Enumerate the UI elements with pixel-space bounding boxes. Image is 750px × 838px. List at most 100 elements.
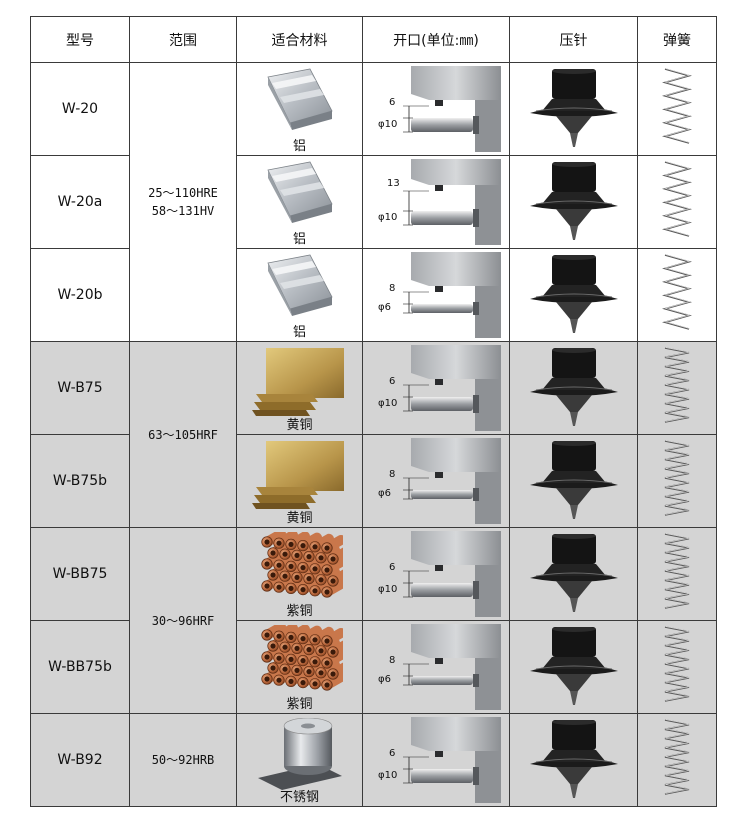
gap-dimension-label: 8 [389, 283, 396, 294]
indenter-icon [526, 254, 622, 339]
material-cell: 紫铜 [236, 527, 363, 621]
table-row: W-20 25～110HRE 58～131HV 铝 6 φ10 [30, 62, 717, 342]
indenter-cell [509, 341, 638, 435]
anvil-diameter-label: φ10 [378, 398, 398, 409]
indenter-icon [526, 533, 622, 618]
spring-cell [637, 527, 717, 621]
gap-dimension-label: 6 [389, 97, 396, 108]
opening-cell: 8 φ6 [362, 620, 510, 716]
jaw-opening-diagram [369, 717, 501, 809]
header-range: 范围 [129, 16, 237, 63]
gap-dimension-label: 6 [389, 562, 396, 573]
range-line: 58～131HV [151, 204, 215, 218]
jaw-opening-diagram [369, 624, 501, 716]
header-model: 型号 [30, 16, 130, 63]
range-cell: 30～96HRF [129, 527, 237, 714]
jaw-opening-diagram [369, 345, 501, 437]
anvil-diameter-label: φ6 [378, 488, 391, 499]
indenter-cell [509, 713, 638, 807]
spring-cell [637, 155, 717, 249]
table-row: W-20b 铝 8 φ6 [30, 248, 717, 344]
gap-dimension-label: 8 [389, 655, 396, 666]
range-line: 25～110HRE [148, 186, 218, 200]
brass-sheet-icon [251, 439, 348, 515]
range-cell: 50～92HRB [129, 713, 237, 807]
indenter-cell [509, 620, 638, 714]
spring-icon [659, 439, 695, 523]
aluminum-profile-icon [264, 160, 336, 230]
indenter-cell [509, 248, 638, 342]
copper-tubes-icon [257, 622, 352, 701]
range-line: 50～92HRB [151, 753, 215, 767]
spring-icon [659, 532, 695, 616]
indenter-icon [526, 347, 622, 432]
spring-icon [659, 346, 695, 430]
aluminum-profile-icon [264, 67, 336, 137]
material-cell: 黄铜 [236, 341, 363, 435]
anvil-diameter-label: φ10 [378, 584, 398, 595]
jaw-opening-diagram [369, 252, 501, 344]
indenter-cell [509, 62, 638, 156]
opening-cell: 6 φ10 [362, 713, 510, 809]
range-line: 63～105HRF [148, 427, 218, 442]
spring-cell [637, 434, 717, 528]
indenter-cell [509, 527, 638, 621]
range-cell: 63～105HRF [129, 341, 237, 528]
header-opening: 开口(单位:㎜) [362, 16, 510, 63]
gap-dimension-label: 13 [387, 178, 400, 189]
opening-cell: 8 φ6 [362, 434, 510, 530]
material-cell: 铝 [236, 62, 363, 156]
copper-tubes-icon [257, 529, 352, 608]
material-label: 铝 [292, 139, 306, 154]
table-row: W-B92 50～92HRB 不锈钢 6 φ10 [30, 713, 717, 809]
material-cell: 紫铜 [236, 620, 363, 714]
range-line: 30～96HRF [151, 613, 215, 628]
opening-cell: 8 φ6 [362, 248, 510, 344]
material-cell: 黄铜 [236, 434, 363, 528]
spring-icon [659, 160, 695, 244]
opening-cell: 6 φ10 [362, 341, 510, 437]
spring-cell [637, 713, 717, 807]
gap-dimension-label: 6 [389, 376, 396, 387]
jaw-opening-diagram [369, 438, 501, 530]
anvil-diameter-label: φ10 [378, 212, 398, 223]
opening-cell: 6 φ10 [362, 527, 510, 623]
spring-cell [637, 62, 717, 156]
model-cell: W-BB75 [30, 527, 130, 621]
jaw-opening-diagram [369, 159, 501, 251]
gap-dimension-label: 6 [389, 748, 396, 759]
indenter-icon [526, 161, 622, 246]
anvil-diameter-label: φ6 [378, 674, 391, 685]
gap-dimension-label: 8 [389, 469, 396, 480]
header-material: 适合材料 [236, 16, 363, 63]
material-cell: 铝 [236, 248, 363, 342]
anvil-diameter-label: φ6 [378, 302, 391, 313]
material-cell: 不锈钢 [236, 713, 363, 807]
jaw-opening-diagram [369, 531, 501, 623]
anvil-diameter-label: φ10 [378, 119, 398, 130]
model-cell: W-20 [30, 62, 130, 156]
material-label: 黄铜 [286, 511, 313, 526]
brass-sheet-icon [251, 346, 348, 422]
indenter-cell [509, 155, 638, 249]
anvil-diameter-label: φ10 [378, 770, 398, 781]
opening-cell: 13 φ10 [362, 155, 510, 251]
material-cell: 铝 [236, 155, 363, 249]
range-cell: 25～110HRE 58～131HV [129, 62, 237, 342]
spring-icon [659, 253, 695, 337]
material-label: 不锈钢 [279, 790, 319, 805]
material-label: 铝 [292, 232, 306, 247]
model-cell: W-B92 [30, 713, 130, 807]
table-row: W-BB75 30～96HRF 紫铜 6 φ10 [30, 527, 717, 714]
spring-cell [637, 341, 717, 435]
model-cell: W-20b [30, 248, 130, 342]
header-spring: 弹簧 [637, 16, 717, 63]
indenter-icon [526, 626, 622, 711]
opening-cell: 6 φ10 [362, 62, 510, 156]
spring-icon [659, 718, 695, 802]
